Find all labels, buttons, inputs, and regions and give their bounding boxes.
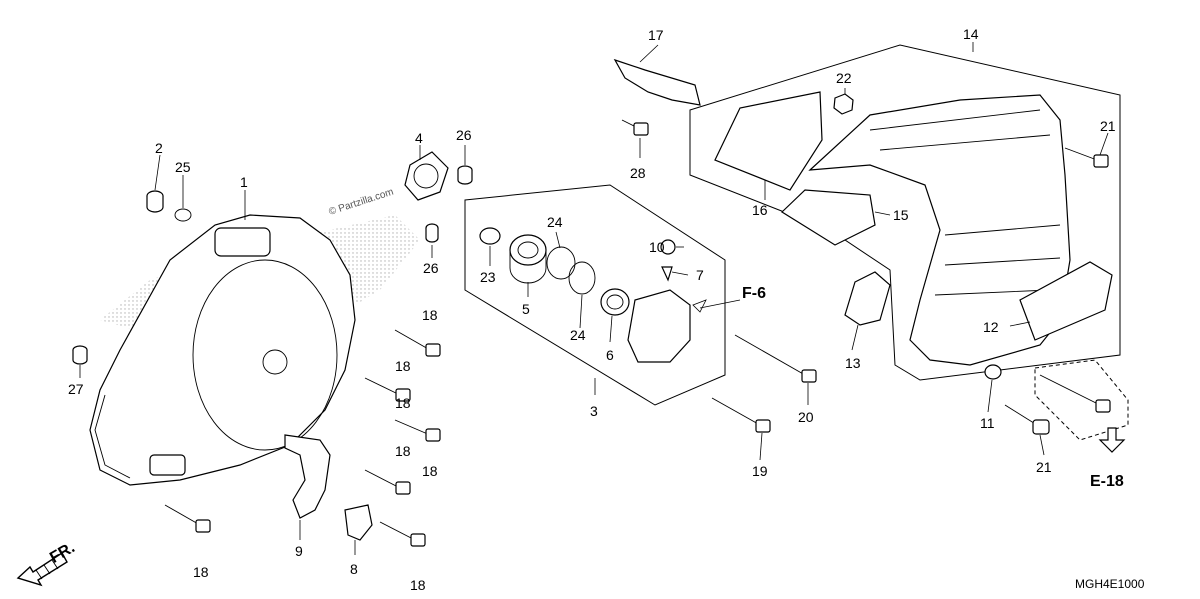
part-6-seal xyxy=(600,288,630,316)
part-26-dowel-a xyxy=(457,165,473,185)
part-9-bracket xyxy=(284,434,331,519)
callout-15: 15 xyxy=(893,207,909,223)
acg-cover-tab xyxy=(149,454,186,476)
fr-arrow xyxy=(16,552,68,587)
callout-27: 27 xyxy=(68,381,84,397)
part-26-dowel-b xyxy=(425,223,439,243)
callout-9: 9 xyxy=(295,543,303,559)
part-13-bracket xyxy=(844,271,891,326)
bolt-e18 xyxy=(1039,374,1111,413)
part-25-oring xyxy=(174,208,192,222)
callout-16: 16 xyxy=(752,202,768,218)
part-24-oring-b xyxy=(568,261,596,295)
acg-cover-flange xyxy=(94,394,131,479)
bolt-18-e xyxy=(164,504,211,533)
callout-10: 10 xyxy=(649,239,665,255)
callout-3: 3 xyxy=(590,403,598,419)
acg-cover-center xyxy=(262,349,288,375)
callout-18-f: 18 xyxy=(193,564,209,580)
callout-22: 22 xyxy=(836,70,852,86)
callout-8: 8 xyxy=(350,561,358,577)
part-15-panel xyxy=(781,189,876,246)
part-3-box xyxy=(464,184,726,406)
part-12-panel xyxy=(1019,261,1113,341)
callout-24-a: 24 xyxy=(547,214,563,230)
bolt-20 xyxy=(734,334,817,383)
part-4-cap xyxy=(404,151,449,201)
ref-f6[interactable]: F-6 xyxy=(742,285,766,302)
water-pump-body xyxy=(627,289,691,363)
callout-20: 20 xyxy=(798,409,814,425)
callout-11: 11 xyxy=(980,415,995,431)
bolt-18-a xyxy=(394,329,441,357)
callout-18-d: 18 xyxy=(395,443,411,459)
callout-26-a: 26 xyxy=(456,127,472,143)
acg-cover-boss xyxy=(214,227,271,257)
part-24-oring-a xyxy=(546,246,576,280)
acg-cover xyxy=(89,214,356,486)
part-11-grommet xyxy=(984,364,1002,380)
bolt-18-b xyxy=(364,377,411,402)
callout-2: 2 xyxy=(155,140,163,156)
callout-18-c: 18 xyxy=(395,395,411,411)
part-7-screw xyxy=(661,266,673,282)
bolt-18-c xyxy=(394,419,441,442)
callout-18-b: 18 xyxy=(395,358,411,374)
bolt-18-d xyxy=(364,469,411,495)
part-14-box xyxy=(689,44,1121,381)
callout-6: 6 xyxy=(606,347,614,363)
part-27-dowel xyxy=(72,345,88,365)
diagram-code: MGH4E1000 xyxy=(1075,577,1145,591)
part-23-seal xyxy=(479,227,501,245)
callout-5: 5 xyxy=(522,301,530,317)
bolt-21-b xyxy=(1004,404,1050,435)
acg-cover-dome xyxy=(192,259,338,451)
callout-19: 19 xyxy=(752,463,768,479)
shroud-ribs xyxy=(869,109,1061,296)
callout-25: 25 xyxy=(175,159,191,175)
part-2-dowel xyxy=(146,190,164,213)
watermark: © Partzilla.com xyxy=(328,187,395,218)
callout-26-b: 26 xyxy=(423,260,439,276)
part-16-panel xyxy=(714,91,823,191)
callout-13: 13 xyxy=(845,355,861,371)
callout-12: 12 xyxy=(983,319,999,335)
fr-arrow-hatch xyxy=(35,559,59,580)
callout-23: 23 xyxy=(480,269,496,285)
e18-arrow xyxy=(1098,427,1126,453)
callout-24-b: 24 xyxy=(570,327,586,343)
callout-17: 17 xyxy=(648,27,664,43)
part-28-bolt xyxy=(621,119,649,136)
radiator-shroud xyxy=(808,94,1071,366)
bolt-21-a xyxy=(1064,147,1109,168)
acg-cover-group xyxy=(89,214,420,486)
part-10-bolt xyxy=(660,239,676,255)
part-5-pulley xyxy=(509,234,547,284)
callout-18-a: 18 xyxy=(422,307,438,323)
callout-18-g: 18 xyxy=(410,577,426,593)
callout-14: 14 xyxy=(963,26,979,42)
part-22-nut xyxy=(833,93,854,115)
callout-21-a: 21 xyxy=(1100,118,1116,134)
part-8-plate xyxy=(344,504,373,541)
callout-7: 7 xyxy=(696,267,704,283)
bolt-19 xyxy=(711,397,771,433)
callout-21-b: 21 xyxy=(1036,459,1052,475)
ref-e18[interactable]: E-18 xyxy=(1090,473,1124,490)
bolt-18-f xyxy=(379,521,426,547)
part-17-bracket xyxy=(613,58,701,106)
callout-4: 4 xyxy=(415,130,423,146)
callout-18-e: 18 xyxy=(422,463,438,479)
callout-1: 1 xyxy=(240,174,248,190)
callout-28: 28 xyxy=(630,165,646,181)
